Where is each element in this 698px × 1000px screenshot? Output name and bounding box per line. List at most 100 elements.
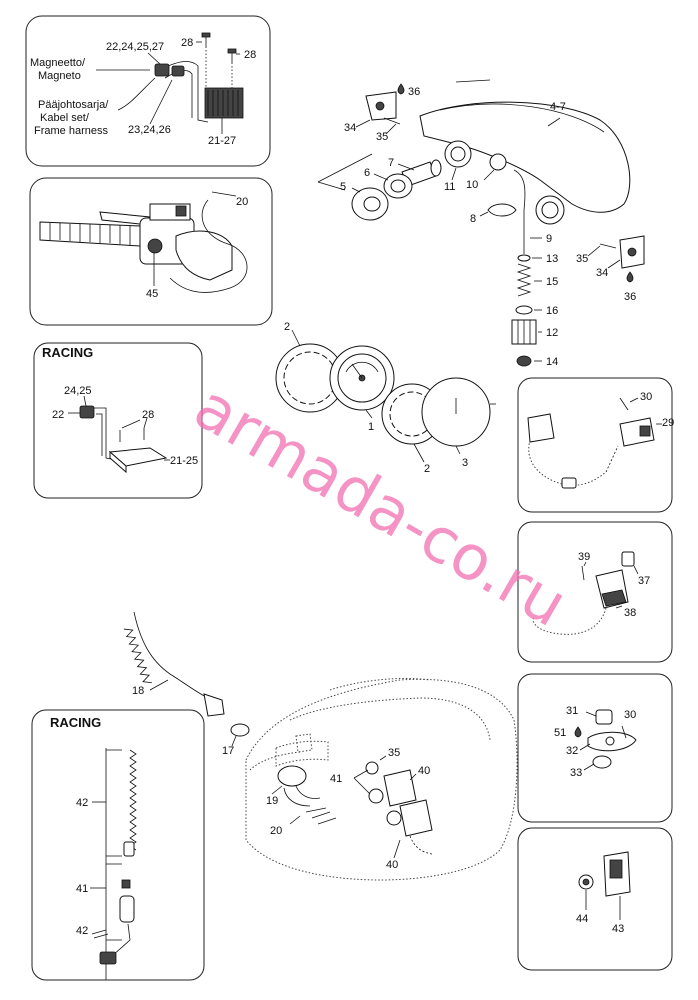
callout-40a: 40 bbox=[418, 765, 430, 777]
callout-38: 38 bbox=[624, 607, 636, 619]
console-assembly: 18 17 19 20 35 41 40 40 bbox=[123, 611, 518, 881]
callout-22-24-25-27: 22,24,25,27 bbox=[106, 41, 164, 53]
callout-19: 19 bbox=[266, 795, 278, 807]
drop-icon-36b bbox=[626, 271, 634, 283]
callout-21-27: 21-27 bbox=[208, 135, 236, 147]
callout-4-7: 4-7 bbox=[550, 101, 566, 113]
fuse-holder-38 bbox=[595, 569, 629, 609]
callout-20-handlebar: 20 bbox=[236, 196, 248, 208]
handlebar-box: 20 45 bbox=[29, 177, 273, 326]
voltage-regulator bbox=[204, 87, 244, 119]
gauge-housing-3 bbox=[421, 377, 496, 447]
gauge-assembly: 2 1 2 3 bbox=[275, 321, 496, 475]
callout-20-console: 20 bbox=[270, 825, 282, 837]
callout-7: 7 bbox=[388, 157, 394, 169]
callout-1: 1 bbox=[368, 421, 374, 433]
racing-connector bbox=[79, 405, 95, 419]
harness-connector bbox=[171, 65, 185, 77]
connector-block-left bbox=[527, 413, 555, 443]
adjuster-knob-12 bbox=[511, 319, 537, 345]
callout-29: 29 bbox=[662, 417, 674, 429]
callout-23-24-26: 23,24,26 bbox=[128, 124, 171, 136]
callout-51: 51 bbox=[554, 727, 566, 739]
gauge-bezel-2-front bbox=[275, 343, 345, 413]
callout-11: 11 bbox=[444, 181, 455, 193]
callout-41-racing: 41 bbox=[76, 883, 88, 895]
buzzer-31 bbox=[595, 709, 613, 725]
headlight-grommet-10 bbox=[489, 153, 507, 171]
box-37-39: 39 37 38 bbox=[517, 521, 673, 663]
callout-35-console: 35 bbox=[388, 747, 400, 759]
magneto-harness-box: Magneetto/ Magneto Pääjohtosarja/ Kabel … bbox=[25, 15, 271, 167]
callout-45: 45 bbox=[146, 288, 158, 300]
callout-17: 17 bbox=[222, 745, 234, 757]
box-30-33: 31 30 51 32 33 bbox=[517, 673, 673, 823]
callout-28b: 28 bbox=[244, 49, 256, 61]
headlight-housing bbox=[419, 101, 631, 213]
box-43-44: 44 43 bbox=[517, 827, 673, 971]
mount-32 bbox=[587, 731, 637, 752]
racing-regulator bbox=[108, 447, 168, 474]
callout-3: 3 bbox=[462, 457, 468, 469]
callout-22: 22 bbox=[52, 409, 64, 421]
callout-36a: 36 bbox=[408, 86, 420, 98]
callout-2a: 2 bbox=[284, 321, 290, 333]
racing-title-top: RACING bbox=[42, 345, 93, 360]
connector-small bbox=[561, 477, 577, 489]
racing-box-top: RACING 24,25 22 28 21-25 bbox=[33, 342, 203, 499]
box-29-30: 30 29 bbox=[517, 377, 674, 513]
clip-8 bbox=[487, 203, 517, 217]
fuse-37 bbox=[621, 551, 635, 567]
drop-icon-51 bbox=[574, 726, 582, 738]
headlight-lens-right bbox=[535, 195, 565, 225]
callout-43: 43 bbox=[612, 923, 624, 935]
racing-switch-41 bbox=[99, 879, 135, 965]
callout-10: 10 bbox=[466, 179, 478, 191]
callout-28-racing: 28 bbox=[142, 409, 154, 421]
magneto-connector bbox=[154, 63, 170, 77]
ring-33 bbox=[592, 755, 612, 769]
key-switch-19 bbox=[277, 765, 321, 807]
callout-21-25: 21-25 bbox=[170, 455, 198, 467]
callout-36b: 36 bbox=[624, 291, 636, 303]
callout-9: 9 bbox=[546, 233, 552, 245]
callout-28a: 28 bbox=[181, 37, 193, 49]
callout-31: 31 bbox=[566, 705, 578, 717]
harness-label-2: Kabel set/ bbox=[40, 112, 90, 124]
callout-41-console: 41 bbox=[330, 773, 342, 785]
washer-13 bbox=[517, 254, 531, 262]
callout-24-25: 24,25 bbox=[64, 385, 92, 397]
switch-cluster bbox=[365, 761, 433, 855]
relay-29 bbox=[619, 417, 655, 447]
callout-32: 32 bbox=[566, 745, 578, 757]
callout-37: 37 bbox=[638, 575, 650, 587]
callout-44: 44 bbox=[576, 913, 588, 925]
bracket-43 bbox=[603, 851, 631, 897]
callout-30-box: 30 bbox=[640, 391, 652, 403]
callout-42b: 42 bbox=[76, 925, 88, 937]
retaining-ring-6 bbox=[383, 173, 413, 199]
racing-title-bottom: RACING bbox=[50, 715, 101, 730]
ring-17 bbox=[230, 723, 250, 737]
callout-14: 14 bbox=[546, 356, 558, 368]
callout-13: 13 bbox=[546, 253, 558, 265]
callout-18: 18 bbox=[132, 685, 144, 697]
screw-28a bbox=[201, 32, 211, 48]
headlight-assembly: 4-7 36 34 35 bbox=[317, 79, 645, 368]
callout-34a: 34 bbox=[344, 122, 356, 134]
spring-15 bbox=[516, 263, 532, 297]
gauge-1 bbox=[329, 345, 395, 411]
callout-33: 33 bbox=[570, 767, 582, 779]
racing-box-bottom: RACING 42 41 42 bbox=[31, 709, 205, 981]
lanyard-18 bbox=[123, 611, 225, 717]
callout-30-b: 30 bbox=[624, 709, 636, 721]
callout-15: 15 bbox=[546, 276, 558, 288]
callout-2b: 2 bbox=[424, 463, 430, 475]
callout-34b: 34 bbox=[596, 267, 608, 279]
drop-icon-36a bbox=[397, 83, 405, 95]
grommet-44 bbox=[578, 874, 594, 890]
magneto-label-2: Magneto bbox=[38, 70, 81, 82]
callout-16: 16 bbox=[546, 305, 558, 317]
magneto-label-1: Magneetto/ bbox=[30, 57, 86, 69]
callout-8: 8 bbox=[470, 213, 476, 225]
